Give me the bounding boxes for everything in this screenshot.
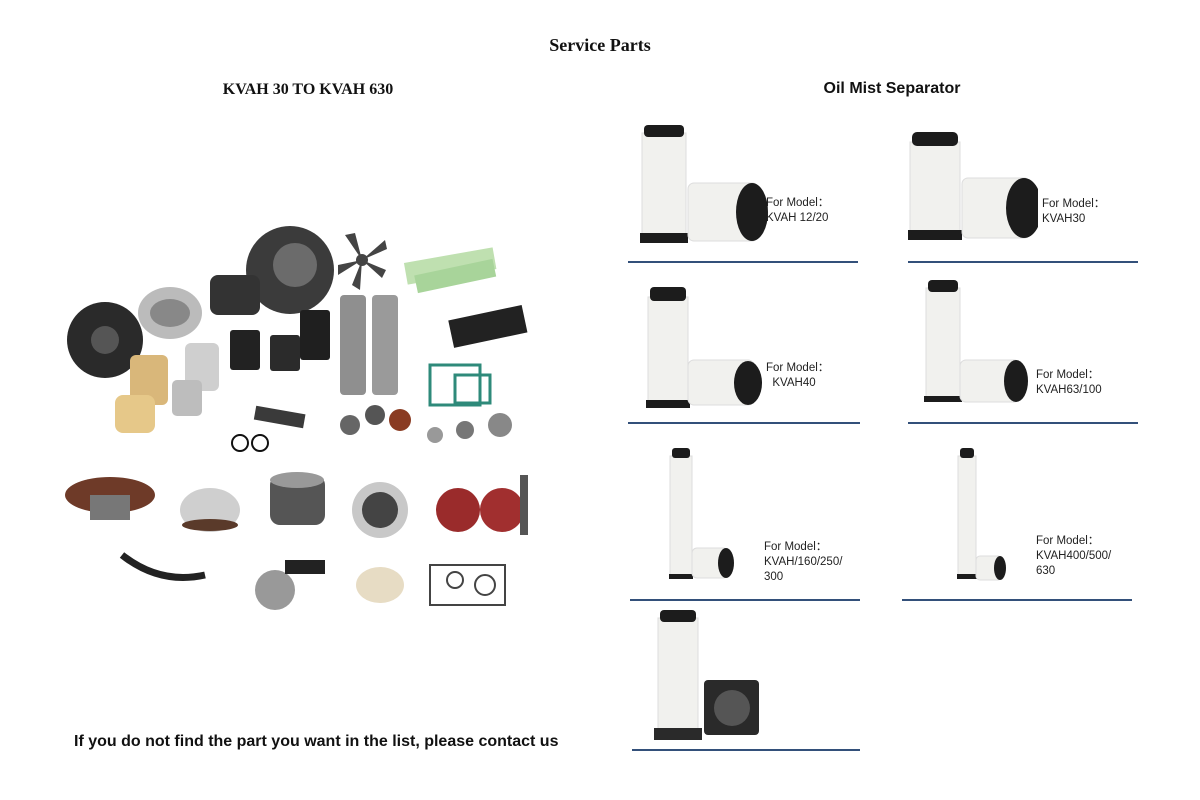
solenoid-valve-icon xyxy=(255,560,325,610)
gasket-kit-icon xyxy=(429,564,506,606)
small-parts-icon xyxy=(231,405,512,452)
shaft-icon xyxy=(520,475,528,535)
oil-mist-filter-icon xyxy=(646,287,762,408)
model-caption: For Model：KVAH/160/250/300 xyxy=(764,541,843,583)
oil-mist-filter-icon xyxy=(924,280,1028,403)
model-caption: For Model：KVAH400/500/630 xyxy=(1036,535,1112,577)
oil-mist-filter-with-flange-icon xyxy=(654,610,759,740)
service-parts-collage xyxy=(65,226,528,610)
oil-filter-icon xyxy=(230,310,330,371)
divider-line xyxy=(632,749,860,751)
finned-wheel-icon xyxy=(67,302,143,378)
separator-cell-7 xyxy=(632,610,860,755)
red-housing-icon xyxy=(436,488,524,532)
divider-line xyxy=(628,422,860,424)
muffler-icon xyxy=(138,287,202,339)
divider-line xyxy=(908,261,1138,263)
divider-line xyxy=(630,599,860,601)
handle-icon xyxy=(119,552,206,581)
oil-mist-filter-icon xyxy=(669,448,734,579)
separator-cell-5: For Model：KVAH/160/250/300 xyxy=(630,448,860,604)
model-caption: For Model：KVAH 12/20 xyxy=(766,197,830,224)
separator-cell-3: For Model： KVAH40 xyxy=(628,280,860,426)
divider-line xyxy=(628,261,858,263)
brass-filter-icon xyxy=(115,343,219,433)
separator-cell-2: For Model：KVAH30 xyxy=(908,118,1138,266)
filter-cartridge-icon xyxy=(340,295,398,395)
rotary-vane-icon xyxy=(448,304,528,348)
fan-cover-disc-icon xyxy=(246,226,334,314)
oil-mist-filter-icon xyxy=(640,125,768,243)
impeller-icon xyxy=(338,233,387,290)
separator-cell-4: For Model：KVAH63/100 xyxy=(908,280,1138,426)
oil-mist-filter-icon xyxy=(908,132,1038,240)
oil-mist-filter-icon xyxy=(957,448,1006,581)
separator-cell-1: For Model：KVAH 12/20 xyxy=(628,118,858,266)
intake-housing-icon xyxy=(210,275,260,315)
rotor-icon xyxy=(65,477,155,520)
gasket-set-icon xyxy=(428,363,492,407)
check-valve-icon xyxy=(180,488,240,532)
contact-note: If you do not find the part you want in … xyxy=(74,733,559,750)
separator-cell-6: For Model：KVAH400/500/630 xyxy=(902,448,1132,604)
sleeve-icon xyxy=(270,472,325,525)
divider-line xyxy=(908,422,1138,424)
oil-mist-separator-heading: Oil Mist Separator xyxy=(823,80,961,97)
page-title: Service Parts xyxy=(549,35,651,55)
divider-line xyxy=(902,599,1132,601)
needle-bearing-icon xyxy=(352,482,408,538)
filter-pad-icon xyxy=(403,247,497,294)
kvah-range-heading: KVAH 30 TO KVAH 630 xyxy=(222,81,394,98)
model-caption: For Model：KVAH63/100 xyxy=(1036,369,1102,396)
model-caption: For Model： KVAH40 xyxy=(766,362,830,389)
coupling-icon xyxy=(356,567,404,603)
model-caption: For Model：KVAH30 xyxy=(1042,198,1106,225)
